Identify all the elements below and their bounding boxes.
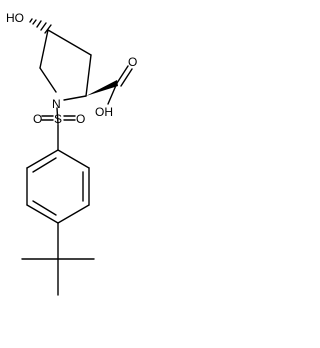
bond-c5-c4 [39, 29, 49, 69]
bond-c3-c2 [85, 54, 92, 97]
aromatic-inner-line-3 [32, 157, 57, 173]
bond-ring-6 [26, 149, 59, 169]
bond-ring-1 [57, 149, 90, 169]
hydroxyl-label: HO [6, 11, 24, 25]
bond-n-c5 [39, 67, 57, 93]
acid-hydroxyl-label: OH [95, 105, 113, 119]
sulfur-label: S [54, 112, 62, 126]
chemical-structure: HO N OH O S O O [6, 11, 137, 296]
hydroxyl-hashed-wedge-bond [29, 18, 52, 34]
bond-ring-3 [57, 204, 90, 224]
bond-ring-4 [26, 204, 59, 224]
bond-carboxyl-c-oh [107, 82, 118, 105]
sulfonyl-oxygen-right-label: O [76, 112, 85, 126]
sulfonyl-oxygen-left-label: O [33, 112, 42, 126]
ring-nitrogen-label: N [52, 97, 61, 111]
bond-c2-n [63, 95, 87, 101]
bond-carboxyl-c-o-a [116, 65, 129, 84]
carboxyl-wedge-bond [86, 80, 118, 96]
acid-carbonyl-oxygen-label: O [128, 55, 137, 69]
bond-n-s [56, 107, 59, 125]
bond-carboxyl-c-o-b [120, 68, 133, 87]
bond-c4-c3 [47, 29, 92, 56]
aromatic-inner-line-2 [32, 200, 57, 216]
